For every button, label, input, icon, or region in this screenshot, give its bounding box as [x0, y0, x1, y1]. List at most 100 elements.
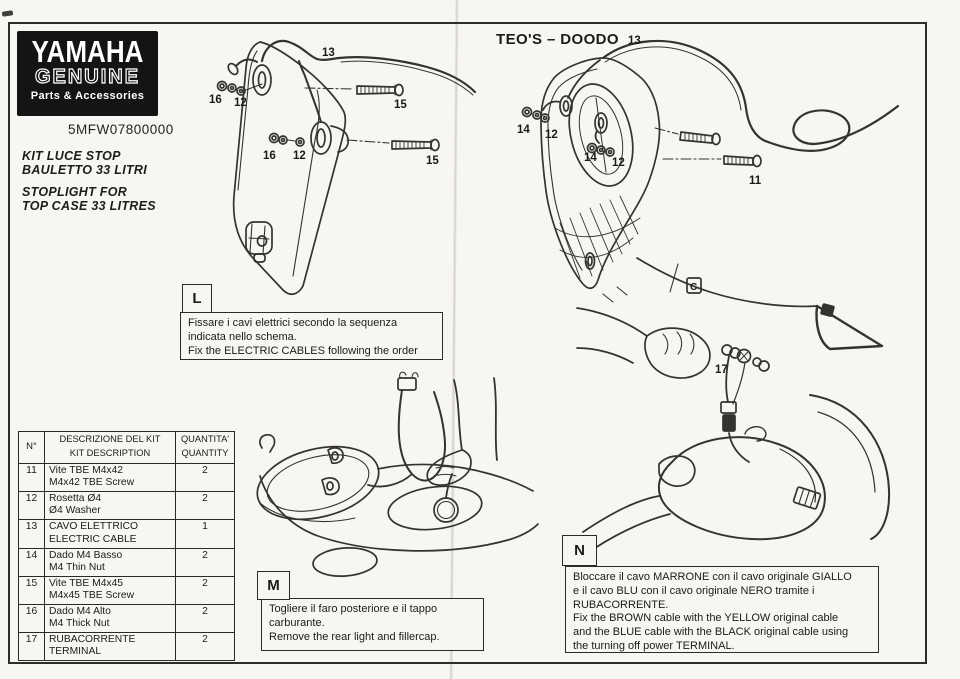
step-m-instructions: Togliere il faro posteriore e il tappo c…	[261, 598, 484, 651]
page-border	[8, 22, 927, 664]
dark-clip-mark	[820, 303, 835, 318]
part-desc-it: Vite TBE M4x42	[49, 465, 124, 476]
col-header-desc-it: DESCRIZIONE DEL KIT	[59, 434, 161, 444]
step-n-line: Bloccare il cavo MARRONE con il cavo ori…	[573, 571, 852, 583]
model-header: TEO'S – DOODO	[496, 31, 619, 48]
electric-cable	[260, 39, 477, 94]
part-desc-it: Vite TBE M4x45	[49, 577, 124, 589]
step-n-line: RUBACORRENTE.	[573, 598, 669, 611]
brand-genuine-text: GENUINE	[34, 66, 141, 88]
part-qty: 2	[175, 632, 235, 662]
part-desc-en: ELECTRIC CABLE	[49, 533, 137, 545]
step-n-instructions: Bloccare il cavo MARRONE con il cavo ori…	[565, 566, 879, 653]
callout-15: 15	[426, 155, 439, 167]
part-desc-en: M4 Thick Nut	[49, 618, 110, 630]
col-header-desc-en: KIT DESCRIPTION	[69, 448, 151, 458]
badge-c-letter: C	[690, 282, 697, 293]
step-m-letter: M	[267, 577, 280, 594]
nut-washer-set-lower	[586, 142, 615, 157]
yamaha-logo: YAMAHA GENUINE Parts & Accessories	[17, 31, 158, 116]
kit-title-it-line2: BAULETTO 33 LITRI	[22, 163, 148, 177]
electric-cable	[601, 39, 770, 144]
lid-latch	[245, 221, 273, 263]
reflector-hatch	[554, 195, 641, 279]
part-desc-it: Dado M4 Alto	[49, 605, 111, 617]
nut-washer-set-upper	[521, 106, 550, 123]
scan-artifact	[1, 10, 14, 17]
cable-loop	[367, 371, 447, 488]
step-n-badge: N	[562, 535, 597, 566]
screw-upper	[304, 83, 404, 97]
diagram-case-shell: 13 14 12 14 12 11	[517, 35, 900, 290]
part-num: 14	[18, 547, 45, 577]
callout-12: 12	[612, 157, 625, 169]
step-n-letter: N	[574, 542, 585, 559]
lower-hand	[582, 455, 696, 549]
step-n-line: and the BLUE cable with the BLACK origin…	[573, 626, 849, 639]
part-desc-en: M4 Thin Nut	[49, 561, 105, 573]
callout-17: 17	[715, 364, 728, 376]
step-l-badge: L	[182, 284, 212, 313]
step-m-line: Remove the rear light and fillercap.	[269, 630, 440, 643]
callout-12: 12	[234, 97, 247, 109]
callout-15: 15	[394, 99, 407, 111]
part-num: 16	[18, 603, 45, 634]
badge-c-frame	[686, 277, 702, 294]
step-l-instructions: Fissare i cavi elettrici secondo la sequ…	[180, 312, 443, 360]
callout-14: 14	[584, 152, 597, 164]
trunk-opening	[256, 434, 380, 523]
step-l-letter: L	[192, 290, 202, 307]
part-desc-en: TERMINAL	[49, 646, 102, 658]
col-header-num: N°	[26, 441, 37, 452]
nut-washer-set-lower	[268, 132, 305, 147]
diagram-scooter-rear	[256, 371, 539, 577]
part-desc-en: M4x45 TBE Screw	[49, 590, 135, 602]
brand-name-text: YAMAHA	[31, 34, 144, 69]
callout-16: 16	[263, 150, 276, 162]
step-m-line: carburante.	[269, 616, 325, 629]
part-qty: 2	[175, 603, 235, 634]
step-l-line: Fix the ELECTRIC CABLES following the or…	[188, 344, 418, 357]
part-num: 13	[18, 519, 45, 549]
screw-lower	[346, 138, 440, 152]
part-num: 15	[18, 575, 45, 605]
part-num: 12	[18, 491, 45, 521]
part-desc-en: Ø4 Washer	[49, 505, 101, 517]
part-num: 17	[18, 632, 45, 662]
col-header-qty-it: QUANTITA'	[180, 434, 230, 444]
callout-11: 11	[749, 175, 762, 187]
part-qty: 2	[175, 547, 235, 577]
kit-title-italian: KIT LUCE STOP BAULETTO 33 LITRI	[22, 149, 147, 177]
kit-title-it-line1: KIT LUCE STOP	[22, 149, 121, 163]
screw-upper	[654, 127, 721, 146]
cable-bracket-upper	[559, 95, 573, 117]
step-l-line: Fissare i cavi elettrici secondo la sequ…	[188, 317, 398, 329]
part-desc-it: CAVO ELETTRICO	[49, 521, 139, 533]
part-qty: 2	[175, 462, 235, 493]
part-qty: 1	[175, 519, 235, 549]
parts-table: N° DESCRIZIONE DEL KIT KIT DESCRIPTION Q…	[18, 431, 235, 662]
callout-16: 16	[209, 94, 222, 106]
step-m-badge: M	[257, 571, 290, 600]
step-n-line: the turning off power TERMINAL.	[573, 639, 735, 652]
footwell-recess	[312, 547, 378, 577]
cable-bracket-lower	[594, 112, 608, 134]
callout-13: 13	[322, 47, 335, 59]
kit-title-en-line2: TOP CASE 33 LITRES	[22, 199, 156, 213]
col-header-qty-en: QUANTITY	[181, 448, 229, 458]
screw-lower	[662, 154, 762, 168]
body-panel-edge	[636, 257, 818, 308]
terminal-stack	[721, 344, 770, 372]
callout-12: 12	[545, 129, 558, 141]
kit-title-en-line1: STOPLIGHT FOR	[22, 185, 128, 199]
wiring-connector	[720, 355, 750, 463]
callout-12: 12	[293, 150, 306, 162]
part-desc-it: Rosetta Ø4	[49, 493, 102, 505]
step-m-line: Togliere il faro posteriore e il tappo	[269, 603, 438, 615]
